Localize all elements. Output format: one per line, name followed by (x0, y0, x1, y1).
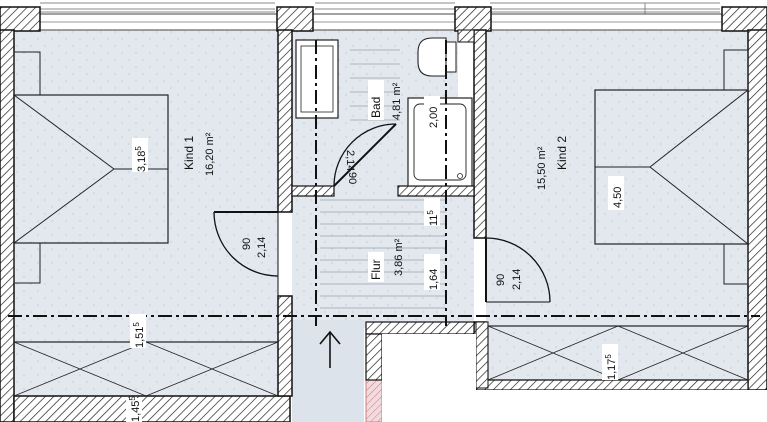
door-bad (333, 123, 397, 187)
kind1-bed (13, 51, 169, 284)
toilet (417, 37, 447, 77)
dim-door-left: 90 2,14 (241, 237, 268, 258)
stair-corridor (292, 320, 364, 422)
svg-text:115: 115 (426, 210, 440, 226)
svg-text:4,50: 4,50 (612, 187, 624, 208)
room-label-bad: Bad 4,81 m² (368, 80, 403, 120)
dim-bad-height: 2,00 (424, 96, 440, 128)
svg-text:1,64: 1,64 (428, 269, 440, 290)
svg-text:Kind 2: Kind 2 (555, 136, 569, 170)
dim-kind1-width: 3,185 (132, 138, 148, 172)
svg-text:2,14: 2,14 (344, 150, 356, 171)
svg-text:1,455: 1,455 (128, 396, 142, 422)
kind2-bottom-wall (475, 379, 749, 391)
dim-flur-height: 1,64 (424, 254, 440, 290)
svg-text:90: 90 (241, 238, 253, 250)
centerlines (8, 40, 760, 326)
svg-text:16,20 m²: 16,20 m² (204, 132, 216, 176)
svg-text:90: 90 (346, 172, 358, 184)
flur-bottom-wall-lower (365, 333, 383, 381)
svg-text:Bad: Bad (369, 97, 383, 118)
svg-text:2,14: 2,14 (256, 237, 268, 258)
dim-kind2-lower: 1,175 (602, 344, 618, 380)
kind2-bed (594, 49, 749, 285)
top-window-strip (0, 2, 767, 31)
bottom-wall-left (13, 395, 291, 422)
top-wall-block-center-left (276, 6, 314, 32)
svg-text:Flur: Flur (369, 259, 383, 280)
svg-text:2,14: 2,14 (511, 269, 523, 290)
wall-bad-flur-left (291, 185, 335, 197)
svg-text:4,81 m²: 4,81 m² (391, 82, 403, 120)
dim-door-right: 90 2,14 (495, 269, 523, 290)
svg-text:1,515: 1,515 (132, 322, 146, 348)
room-label-flur: Flur 3,86 m² (368, 238, 405, 282)
wall-kind1-flur-lower (277, 295, 293, 397)
top-wall-block-right (721, 6, 767, 32)
svg-text:2,00: 2,00 (428, 107, 440, 128)
dim-flur-gap: 115 (424, 198, 440, 226)
svg-text:15,50 m²: 15,50 m² (536, 146, 548, 190)
wall-bad-kind2 (473, 29, 487, 239)
kind2-inner-left-wall (475, 321, 489, 389)
dim-bottom-left: 1,455 (126, 396, 142, 422)
open-void (382, 334, 476, 422)
svg-text:3,185: 3,185 (134, 146, 148, 172)
wall-bad-flur-right (397, 185, 475, 197)
dim-kind2-width: 4,50 (608, 176, 624, 210)
svg-text:90: 90 (495, 274, 507, 286)
door-kind1 (213, 211, 279, 296)
door-kind2 (485, 237, 551, 303)
svg-text:Kind 1: Kind 1 (182, 136, 196, 170)
shaft-wall (457, 29, 475, 43)
top-wall-block-center-right (454, 6, 492, 32)
room-label-kind2: Kind 2 15,50 m² (536, 136, 569, 190)
svg-text:1,175: 1,175 (604, 354, 618, 380)
flur-bottom-wall (365, 321, 475, 335)
top-wall-block-left (0, 6, 41, 32)
bottom-wall-red (365, 377, 383, 422)
svg-text:3,86 m²: 3,86 m² (393, 238, 405, 276)
left-outer-wall (0, 29, 15, 422)
open-void-right (476, 390, 767, 422)
room-label-kind1: Kind 1 16,20 m² (182, 132, 216, 176)
stair-arrow-icon (319, 330, 341, 368)
dim-bad-door: 2,14 90 (344, 150, 358, 184)
wall-kind1-bad (277, 29, 293, 213)
dim-kind1-lower: 1,515 (130, 314, 146, 348)
right-outer-wall (747, 29, 767, 391)
